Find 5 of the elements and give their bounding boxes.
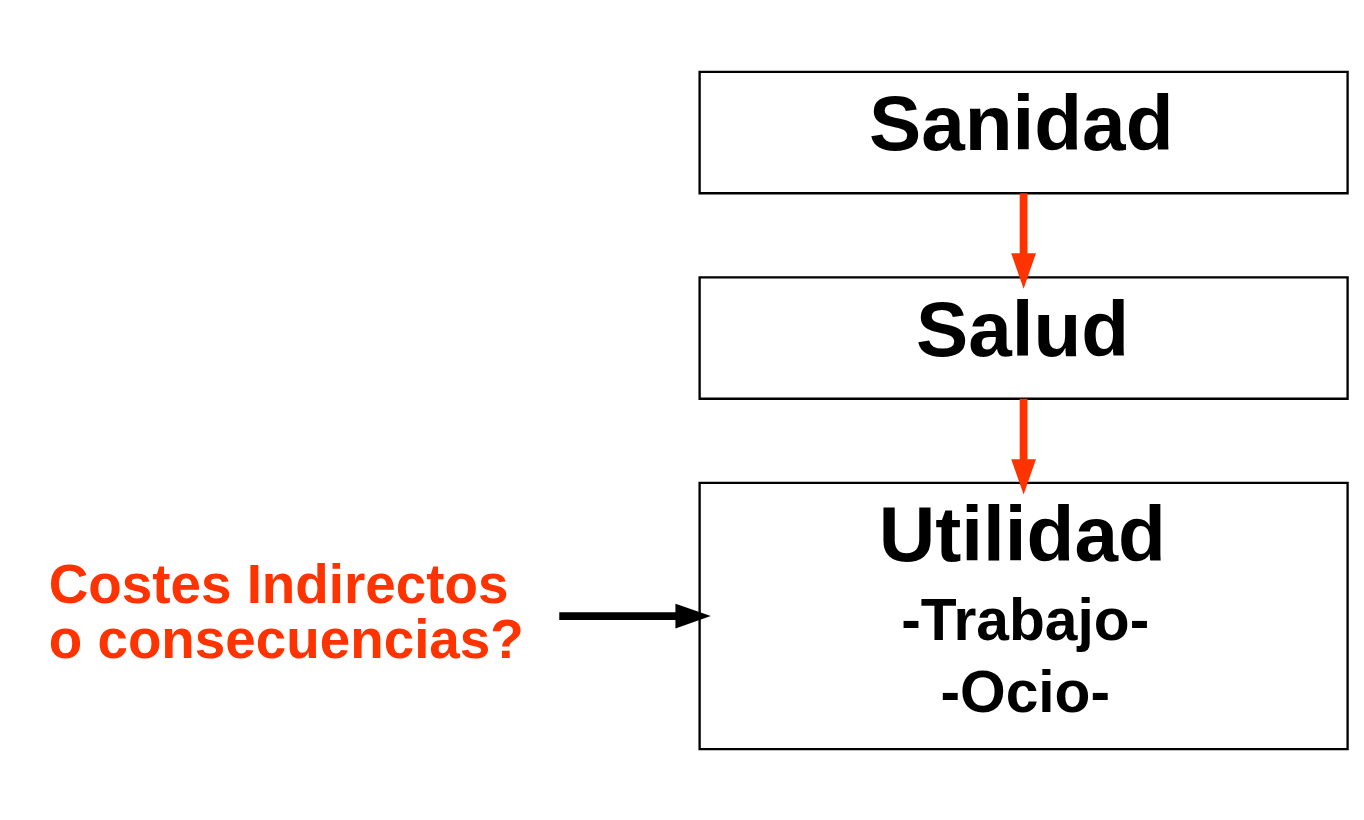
node-box: Salud xyxy=(698,275,1349,400)
arrow xyxy=(1011,192,1036,289)
node-box: Utilidad -Trabajo- -Ocio- xyxy=(698,481,1349,750)
node-box: Sanidad xyxy=(698,70,1349,194)
node-text: Costes Indirectos o consecuencias? xyxy=(48,552,524,670)
